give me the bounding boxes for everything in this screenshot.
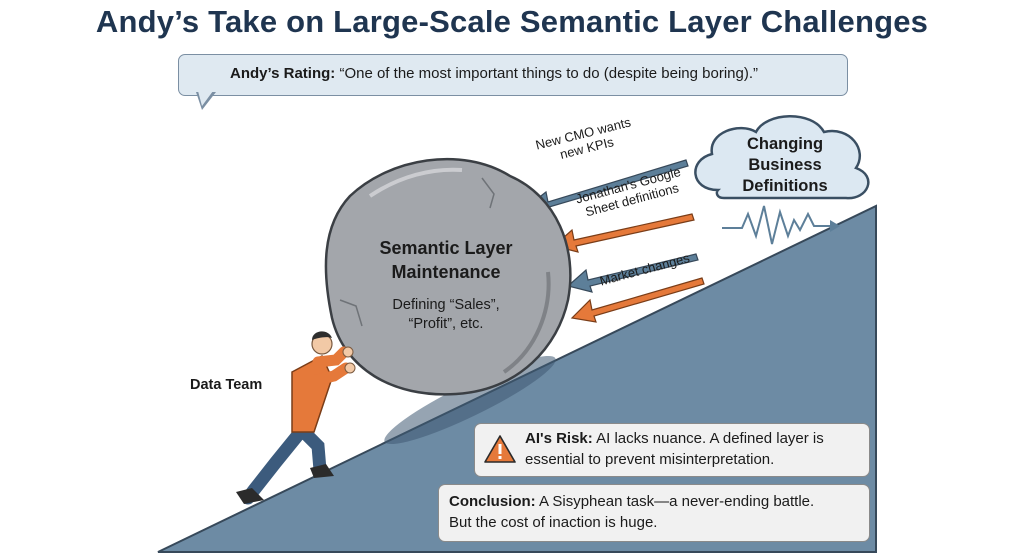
boulder-title: Semantic Layer Maintenance (346, 236, 546, 284)
force-arrow-2 (552, 213, 695, 253)
conclusion-line2: But the cost of inaction is huge. (449, 514, 658, 531)
conclusion-line1-text: A Sisyphean task—a never-ending battle. (539, 493, 815, 510)
conclusion-callout: Conclusion: A Sisyphean task—a never-end… (438, 484, 870, 542)
boulder-subtitle: Defining “Sales”, “Profit”, etc. (356, 296, 536, 334)
volatility-line (722, 205, 826, 245)
ai-risk-callout: AI's Risk: AI lacks nuance. A defined la… (474, 423, 870, 477)
cloud-label-line1: Changing (746, 135, 824, 153)
data-team-label: Data Team (190, 377, 263, 393)
rating-label: Andy’s Rating: (230, 65, 336, 82)
boulder-title-line2: Maintenance (391, 262, 501, 282)
ai-risk-label: AI's Risk: (525, 430, 593, 447)
conclusion-text: Conclusion: A Sisyphean task—a never-end… (449, 491, 814, 533)
volatility-arrowhead (830, 220, 840, 232)
rating-callout (178, 54, 848, 96)
cloud-label: Changing Business Definitions (720, 134, 850, 197)
boulder-subtitle-line1: Defining “Sales”, (392, 297, 500, 313)
ai-risk-line2: essential to prevent misinterpretation. (525, 451, 775, 468)
ai-risk-line1: AI's Risk: AI lacks nuance. A defined la… (525, 428, 824, 449)
rating-callout-tail-fill (198, 91, 213, 106)
data-team-person (236, 331, 356, 505)
ai-risk-line1-text: AI lacks nuance. A defined layer is (596, 430, 824, 447)
boulder-subtitle-line2: “Profit”, etc. (408, 316, 484, 332)
ai-risk-text: AI's Risk: AI lacks nuance. A defined la… (525, 428, 824, 470)
page-title: Andy’s Take on Large-Scale Semantic Laye… (95, 4, 929, 39)
conclusion-label: Conclusion: (449, 493, 536, 510)
cloud-label-line3: Definitions (742, 177, 828, 195)
cloud-shape (694, 115, 870, 200)
conclusion-line1: Conclusion: A Sisyphean task—a never-end… (449, 491, 814, 512)
rating-quote: “One of the most important things to do … (339, 65, 759, 82)
boulder (324, 157, 572, 396)
boulder-title-line1: Semantic Layer (379, 238, 513, 258)
force-arrow-4 (570, 277, 705, 323)
force-arrow-3 (566, 253, 699, 293)
cloud-label-line2: Business (748, 156, 822, 174)
warning-icon (484, 435, 516, 463)
rating-text: Andy’s Rating: “One of the most importan… (230, 65, 758, 82)
